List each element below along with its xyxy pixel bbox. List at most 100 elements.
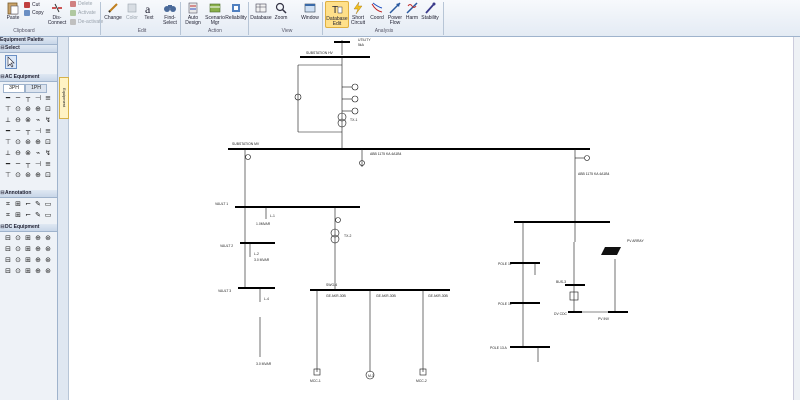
dc-load-tool-icon[interactable]: ⊕ xyxy=(35,256,41,264)
tab-3ph[interactable]: 3PH xyxy=(3,84,25,93)
transformer-secondary[interactable] xyxy=(337,118,347,128)
utility-tool-icon[interactable]: ⊕ xyxy=(35,171,41,179)
capacitor-tool-icon[interactable]: ⊖ xyxy=(15,149,21,157)
select-section-header[interactable]: ⊟Select xyxy=(0,45,57,53)
reliability-button[interactable]: Reliability xyxy=(225,1,247,21)
table-tool-icon[interactable]: ⊞ xyxy=(15,211,21,219)
dc-motor-tool-icon[interactable]: ⊛ xyxy=(45,267,51,275)
disconnect-button[interactable]: Dis-Connect xyxy=(46,1,68,26)
breaker-tool-icon[interactable]: ┬ xyxy=(25,127,31,135)
battery-tool-icon[interactable]: ⊞ xyxy=(25,267,31,275)
transformer-tool-icon[interactable]: ⊗ xyxy=(25,116,31,124)
dc-bus-tool-icon[interactable]: ⊟ xyxy=(5,267,11,275)
dc-load-tool-icon[interactable]: ⊕ xyxy=(35,245,41,253)
motor-tool-icon[interactable]: ⊙ xyxy=(15,105,21,113)
relay-icon[interactable] xyxy=(335,217,341,223)
dc-bus-tool-icon[interactable]: ⊟ xyxy=(5,245,11,253)
ground-tool-icon[interactable]: ⟂ xyxy=(5,116,11,124)
annotation-header[interactable]: ⊟Annotation xyxy=(0,190,57,198)
generator-tool-icon[interactable]: ⊛ xyxy=(25,138,31,146)
transformer-tool-icon[interactable]: ⊗ xyxy=(25,149,31,157)
stability-button[interactable]: Stability xyxy=(420,1,440,21)
relay-icon[interactable] xyxy=(351,95,359,103)
bus-tool-icon[interactable]: ━ xyxy=(5,94,11,102)
lightning-tool-icon[interactable]: ↯ xyxy=(45,116,51,124)
cable-tool-icon[interactable]: ─ xyxy=(15,94,21,102)
switch-tool-icon[interactable]: ⊣ xyxy=(34,127,42,135)
database-button[interactable]: Database xyxy=(250,1,272,21)
busway-tool-icon[interactable]: ≡ xyxy=(45,94,51,102)
grid-tool-icon[interactable]: ⌗ xyxy=(6,211,10,219)
bus-tool-icon[interactable]: ━ xyxy=(5,160,11,168)
mcc2-box[interactable] xyxy=(419,368,427,376)
fuse-tool-icon[interactable]: ⊤ xyxy=(4,105,12,113)
window-button[interactable]: Window xyxy=(300,1,320,21)
dc-motor-tool-icon[interactable]: ⊛ xyxy=(45,256,51,264)
dc-bus-tool-icon[interactable]: ⊟ xyxy=(5,256,11,264)
mcc1-box[interactable] xyxy=(313,368,321,376)
fuse-tool-icon[interactable]: ⊤ xyxy=(4,171,12,179)
equipment-side-tab[interactable]: Equipment xyxy=(59,77,69,119)
reactor-tool-icon[interactable]: ⌁ xyxy=(35,149,41,157)
auto-design-button[interactable]: Auto Design xyxy=(183,1,203,26)
dc-load-tool-icon[interactable]: ⊕ xyxy=(35,234,41,242)
utility-tool-icon[interactable]: ⊕ xyxy=(35,138,41,146)
generator-tool-icon[interactable]: ⊛ xyxy=(25,105,31,113)
load-tool-icon[interactable]: ⊡ xyxy=(45,138,51,146)
change-button[interactable]: Change xyxy=(103,1,123,21)
transformer-primary[interactable] xyxy=(337,112,347,122)
table-tool-icon[interactable]: ⊞ xyxy=(15,200,21,208)
paste-button[interactable]: Paste xyxy=(4,1,22,21)
database-edit-button[interactable]: T Database Edit xyxy=(325,1,349,28)
delete-button[interactable]: Delete xyxy=(70,1,92,7)
select-pointer-tool[interactable] xyxy=(5,55,17,69)
dc-motor-tool-icon[interactable]: ⊛ xyxy=(45,245,51,253)
dc-source-tool-icon[interactable]: ⊙ xyxy=(15,267,21,275)
note-tool-icon[interactable]: ✎ xyxy=(35,200,41,208)
cable-tool-icon[interactable]: ─ xyxy=(15,127,21,135)
cut-button[interactable]: Cut xyxy=(24,2,40,8)
dc-source-tool-icon[interactable]: ⊙ xyxy=(15,256,21,264)
relay-icon[interactable] xyxy=(584,155,590,161)
vertical-scrollbar[interactable] xyxy=(793,37,800,400)
scenario-mgr-button[interactable]: Scenario Mgr xyxy=(204,1,226,26)
pv-array-icon[interactable] xyxy=(601,247,621,255)
breaker-tool-icon[interactable]: ┬ xyxy=(25,160,31,168)
ground-tool-icon[interactable]: ⟂ xyxy=(5,149,11,157)
utility-tool-icon[interactable]: ⊕ xyxy=(35,105,41,113)
relay-icon[interactable] xyxy=(245,154,251,160)
fuse-tool-icon[interactable]: ⊤ xyxy=(4,138,12,146)
busway-tool-icon[interactable]: ≡ xyxy=(45,160,51,168)
color-button[interactable]: Color xyxy=(123,1,141,21)
breaker-tool-icon[interactable]: ┬ xyxy=(25,94,31,102)
lightning-tool-icon[interactable]: ↯ xyxy=(45,149,51,157)
motor-icon[interactable] xyxy=(365,370,375,380)
dc-source-tool-icon[interactable]: ⊙ xyxy=(15,234,21,242)
battery-tool-icon[interactable]: ⊞ xyxy=(25,245,31,253)
ac-equipment-header[interactable]: ⊟AC Equipment xyxy=(0,74,57,82)
battery-tool-icon[interactable]: ⊞ xyxy=(25,234,31,242)
box-tool-icon[interactable]: ▭ xyxy=(44,200,52,208)
capacitor-tool-icon[interactable]: ⊖ xyxy=(15,116,21,124)
switch-tool-icon[interactable]: ⊣ xyxy=(34,160,42,168)
transformer-primary[interactable] xyxy=(330,228,340,238)
copy-button[interactable]: Copy xyxy=(24,10,44,16)
line-tool-icon[interactable]: ⌐ xyxy=(25,200,31,208)
one-line-diagram-canvas[interactable]: UTILITY 5kA SUBSTATION HV TX-1 SUBSTATIO… xyxy=(70,37,798,400)
relay-icon[interactable] xyxy=(294,93,302,101)
load-tool-icon[interactable]: ⊡ xyxy=(45,171,51,179)
motor-tool-icon[interactable]: ⊙ xyxy=(15,138,21,146)
relay-icon[interactable] xyxy=(359,160,365,166)
short-circuit-button[interactable]: Short Circuit xyxy=(349,1,367,26)
deactivate-button[interactable]: De-activate xyxy=(70,19,103,25)
note-tool-icon[interactable]: ✎ xyxy=(35,211,41,219)
cable-tool-icon[interactable]: ─ xyxy=(15,160,21,168)
power-flow-button[interactable]: Power Flow xyxy=(386,1,404,26)
dc-motor-tool-icon[interactable]: ⊛ xyxy=(45,234,51,242)
dc-equipment-header[interactable]: ⊟DC Equipment xyxy=(0,224,57,232)
transformer-secondary[interactable] xyxy=(330,234,340,244)
bus-tool-icon[interactable]: ━ xyxy=(5,127,11,135)
dc-source-tool-icon[interactable]: ⊙ xyxy=(15,245,21,253)
battery-tool-icon[interactable]: ⊞ xyxy=(25,256,31,264)
line-tool-icon[interactable]: ⌐ xyxy=(25,211,31,219)
